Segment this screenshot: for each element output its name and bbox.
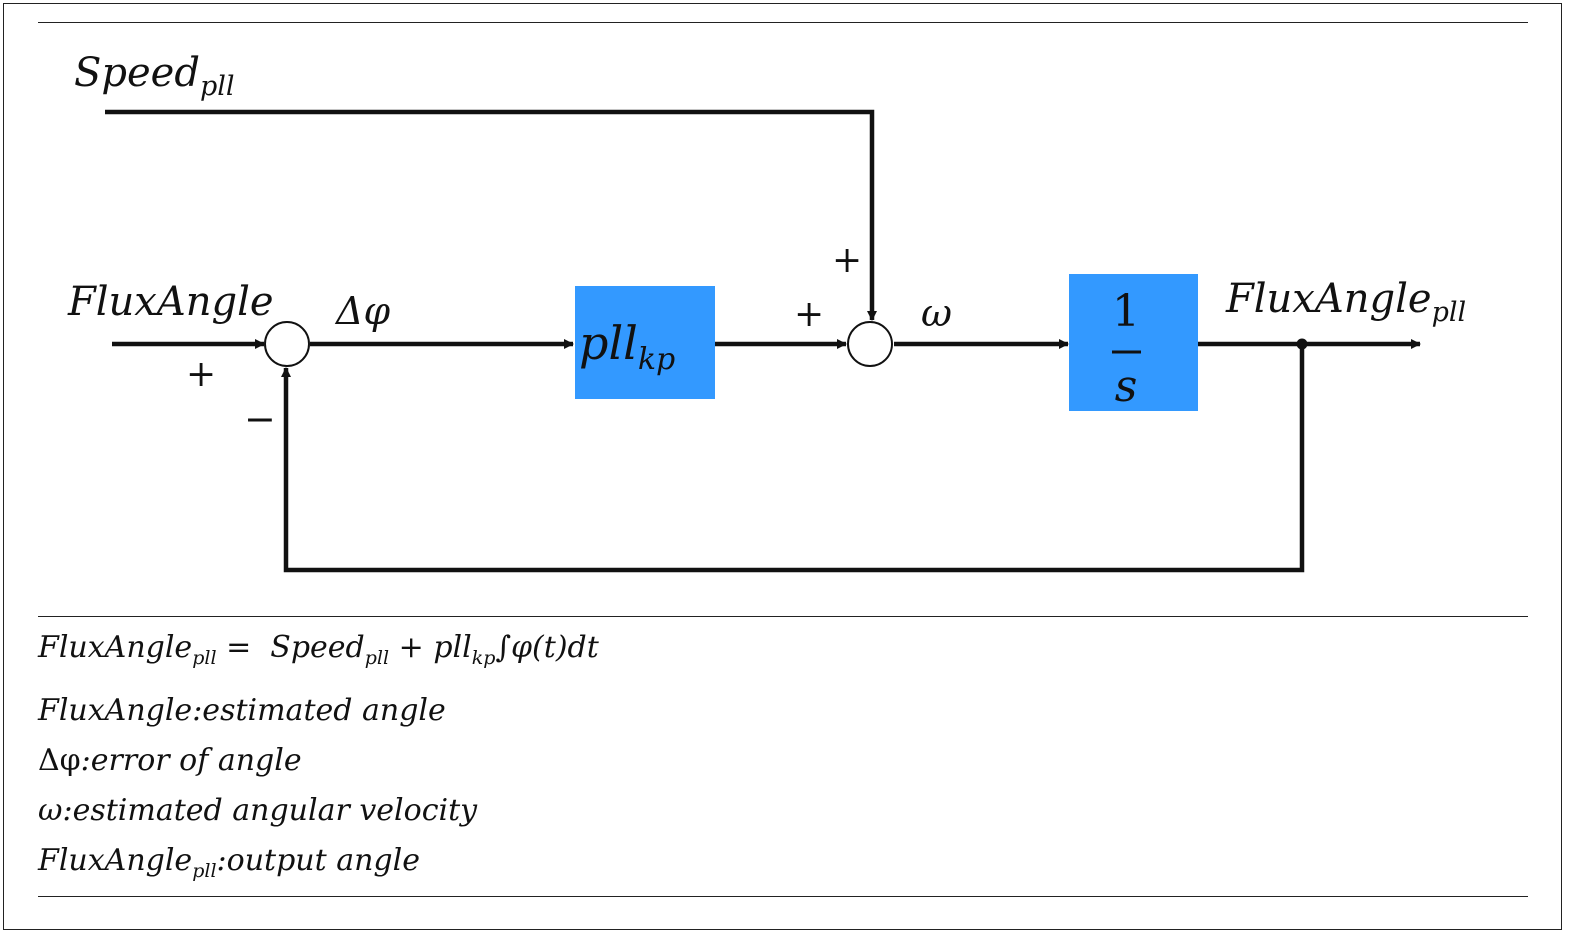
- delta-phi-label: Δφ: [334, 289, 390, 333]
- speed-input-wire: [105, 109, 877, 321]
- integrator-block: [1069, 274, 1198, 411]
- speed-input-label: Speedpll: [74, 50, 235, 102]
- sum1-minus-sign: −: [244, 397, 276, 441]
- definition-omega: ω:estimated angular velocity: [38, 793, 478, 828]
- integrator-denominator: s: [1115, 361, 1138, 412]
- gain-block: [575, 286, 715, 399]
- middle-rule: [38, 616, 1528, 617]
- branch-point: [1296, 338, 1308, 350]
- sum2-plus-left-sign: +: [794, 294, 824, 335]
- gain-block-label: pllkp: [579, 316, 675, 377]
- summing-junction-2: [847, 321, 893, 367]
- bottom-rule: [38, 896, 1528, 897]
- feedback-wire: [281, 344, 1305, 573]
- integrator-numerator: 1: [1112, 286, 1140, 337]
- summing-junction-1: [264, 321, 310, 367]
- sum1-plus-sign: +: [186, 354, 216, 395]
- definition-flux-angle: FluxAngle:estimated angle: [38, 693, 446, 728]
- flux-input-label: FluxAngle: [67, 279, 274, 325]
- figure-frame: [3, 3, 1562, 930]
- definition-delta-phi: Δφ:error of angle: [38, 743, 302, 778]
- flux-output-label: FluxAnglepll: [1225, 276, 1466, 328]
- top-rule: [38, 22, 1528, 23]
- definition-flux-angle-pll: FluxAnglepll:output angle: [38, 843, 420, 882]
- sum2-plus-top-sign: +: [832, 240, 862, 281]
- omega-label: ω: [921, 291, 952, 335]
- equation: FluxAnglepll = Speedpll + pllkp∫φ(t)dt: [38, 630, 599, 669]
